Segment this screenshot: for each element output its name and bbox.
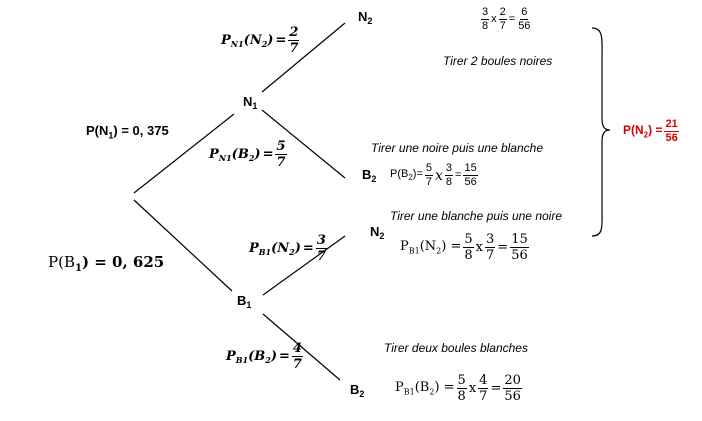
caption-nn: Tirer 2 boules noires [443,54,553,68]
node-b2-bottom: B2 [350,382,365,399]
node-n2-top: N2 [358,9,373,26]
caption-bn: Tirer une blanche puis une noire [390,209,563,223]
caption-bb: Tirer deux boules blanches [384,341,528,355]
prob-n1: P(N1) = 0, 375 [86,123,169,141]
summary-brace [591,27,611,237]
node-b2-top: B2 [362,167,377,184]
branch-b1-b2 [262,313,341,381]
branch-root-b1 [133,199,233,292]
branch-n1-n2 [261,22,346,93]
caption-nb: Tirer une noire puis une blanche [371,141,544,155]
node-b1: B1 [237,293,252,310]
branch-n1-b2 [261,109,346,179]
branch-root-n1 [133,113,235,194]
prob-b1: P(B1) = 0, 625 [48,253,165,274]
node-n1: N1 [243,94,258,111]
node-n2-bottom: N2 [370,224,385,241]
branch-b1-n2 [262,235,346,296]
